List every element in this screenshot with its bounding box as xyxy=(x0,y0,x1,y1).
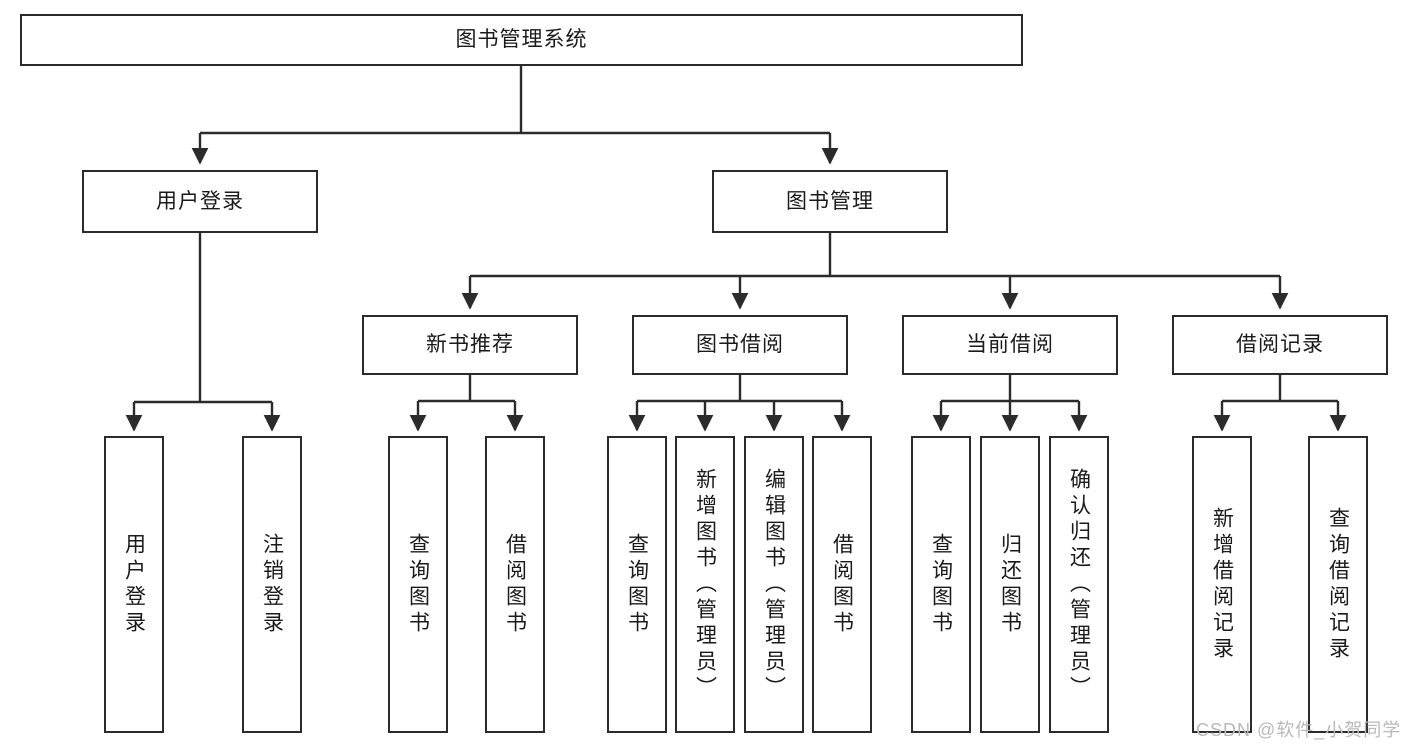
node-current-borrow-label: 当前借阅 xyxy=(966,333,1054,357)
leaf-recommend-borrow-book[interactable]: 借阅图书 xyxy=(485,436,545,733)
leaf-user-login-login[interactable]: 用户登录 xyxy=(104,436,164,733)
node-borrow-record-label: 借阅记录 xyxy=(1236,333,1324,357)
leaf-borrow-add-book-admin[interactable]: 新增图书（管理员） xyxy=(675,436,735,733)
node-book-borrow[interactable]: 图书借阅 xyxy=(632,315,848,375)
leaf-borrow-edit-book-admin[interactable]: 编辑图书（管理员） xyxy=(744,436,804,733)
leaf-current-return-book[interactable]: 归还图书 xyxy=(980,436,1040,733)
leaf-record-query-record[interactable]: 查询借阅记录 xyxy=(1308,436,1368,733)
leaf-user-login-login-label: 用户登录 xyxy=(122,532,146,637)
leaf-recommend-query-book[interactable]: 查询图书 xyxy=(388,436,448,733)
leaf-borrow-add-book-admin-label: 新增图书（管理员） xyxy=(693,467,717,702)
watermark-csdn: CSDN @软件_小贺同学 xyxy=(1196,720,1402,740)
node-borrow-record[interactable]: 借阅记录 xyxy=(1172,315,1388,375)
node-current-borrow[interactable]: 当前借阅 xyxy=(902,315,1118,375)
leaf-current-query-book[interactable]: 查询图书 xyxy=(911,436,971,733)
leaf-user-login-logout[interactable]: 注销登录 xyxy=(242,436,302,733)
node-root-system-label: 图书管理系统 xyxy=(455,28,588,52)
leaf-borrow-borrow-book-label: 借阅图书 xyxy=(830,532,854,637)
leaf-current-confirm-return-admin[interactable]: 确认归还（管理员） xyxy=(1049,436,1109,733)
leaf-current-query-book-label: 查询图书 xyxy=(929,532,953,637)
node-user-login-label: 用户登录 xyxy=(156,189,244,213)
leaf-borrow-query-book-label: 查询图书 xyxy=(625,532,649,637)
leaf-borrow-query-book[interactable]: 查询图书 xyxy=(607,436,667,733)
leaf-borrow-edit-book-admin-label: 编辑图书（管理员） xyxy=(762,467,786,702)
node-book-management[interactable]: 图书管理 xyxy=(712,170,948,233)
leaf-recommend-query-book-label: 查询图书 xyxy=(406,532,430,637)
leaf-record-query-record-label: 查询借阅记录 xyxy=(1326,506,1350,663)
leaf-current-confirm-return-admin-label: 确认归还（管理员） xyxy=(1067,467,1091,702)
leaf-record-add-record[interactable]: 新增借阅记录 xyxy=(1192,436,1252,733)
leaf-user-login-logout-label: 注销登录 xyxy=(260,532,284,637)
node-book-management-label: 图书管理 xyxy=(786,189,874,213)
node-book-borrow-label: 图书借阅 xyxy=(696,333,784,357)
leaf-current-return-book-label: 归还图书 xyxy=(998,532,1022,637)
node-new-book-recommend[interactable]: 新书推荐 xyxy=(362,315,578,375)
leaf-borrow-borrow-book[interactable]: 借阅图书 xyxy=(812,436,872,733)
node-new-book-recommend-label: 新书推荐 xyxy=(426,333,514,357)
node-root-system[interactable]: 图书管理系统 xyxy=(20,14,1023,66)
leaf-record-add-record-label: 新增借阅记录 xyxy=(1210,506,1234,663)
leaf-recommend-borrow-book-label: 借阅图书 xyxy=(503,532,527,637)
node-user-login[interactable]: 用户登录 xyxy=(82,170,318,233)
